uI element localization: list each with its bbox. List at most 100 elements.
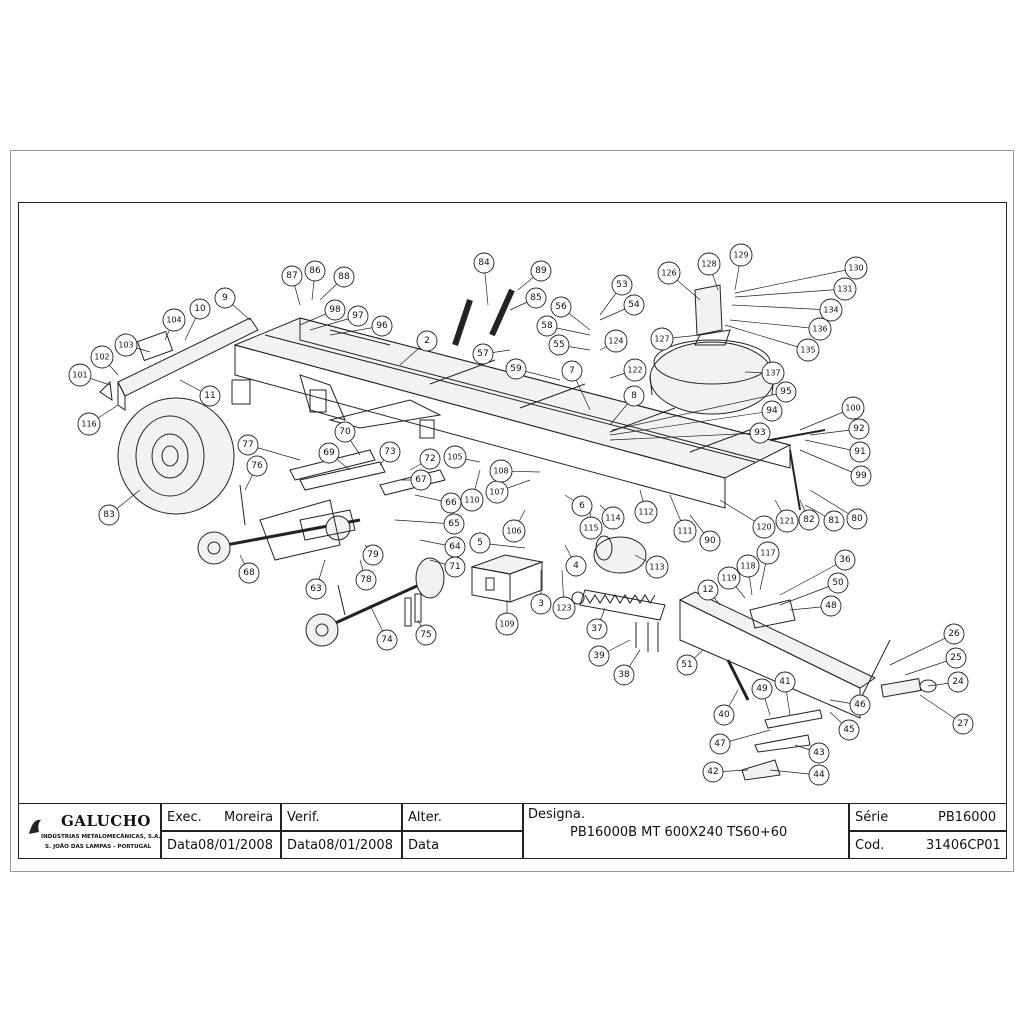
- exec-date: Data08/01/2008: [167, 838, 273, 853]
- spare-wheel-bracket: [694, 284, 731, 346]
- cod-label: Cod.: [855, 838, 885, 853]
- company-name: GALUCHO: [61, 812, 151, 830]
- svg-text:116: 116: [81, 420, 96, 429]
- title-block: GALUCHO INDÚSTRIAS METALOMECÂNICAS, S.A.…: [18, 803, 1007, 859]
- svg-text:58: 58: [541, 321, 553, 331]
- callout-10: 10: [189, 298, 211, 320]
- svg-text:9: 9: [222, 293, 228, 303]
- svg-text:136: 136: [812, 325, 827, 334]
- callout-42: 42: [702, 761, 724, 783]
- callout-113: 113: [645, 555, 669, 579]
- cod-value: 31406CP01: [926, 838, 1001, 853]
- svg-text:130: 130: [848, 264, 863, 273]
- svg-text:63: 63: [310, 584, 321, 594]
- exec-label: Exec.: [167, 810, 202, 825]
- callout-92: 92: [848, 418, 870, 440]
- svg-text:3: 3: [538, 599, 544, 609]
- svg-text:37: 37: [591, 624, 602, 634]
- callout-123: 123: [552, 596, 576, 620]
- callout-128: 128: [697, 252, 721, 276]
- exec-value: Moreira: [224, 810, 274, 825]
- callout-27: 27: [952, 713, 974, 735]
- callout-97: 97: [347, 305, 369, 327]
- callout-129: 129: [729, 243, 753, 267]
- spare-wheel: [649, 339, 775, 415]
- leader-36: [779, 559, 846, 596]
- svg-text:89: 89: [535, 266, 547, 276]
- callout-55: 55: [548, 334, 570, 356]
- svg-text:71: 71: [449, 562, 460, 572]
- svg-text:128: 128: [701, 260, 716, 269]
- callout-137: 137: [761, 361, 785, 385]
- front-crossbeam: [99, 317, 259, 411]
- svg-text:46: 46: [854, 700, 866, 710]
- leader-134: [731, 304, 832, 311]
- callout-balloons: 2345678910111224252627363738394041424344…: [68, 243, 974, 786]
- callout-87: 87: [281, 265, 303, 287]
- svg-text:78: 78: [360, 575, 372, 585]
- alter-date-cell: Data: [402, 831, 523, 859]
- svg-text:36: 36: [839, 555, 851, 565]
- callout-54: 54: [623, 294, 645, 316]
- callout-110: 110: [460, 488, 484, 512]
- leader-130: [734, 267, 857, 294]
- callout-127: 127: [650, 327, 674, 351]
- svg-text:90: 90: [704, 536, 716, 546]
- callout-72: 72: [419, 448, 441, 470]
- callout-78: 78: [355, 569, 377, 591]
- svg-text:91: 91: [854, 447, 865, 457]
- svg-text:114: 114: [605, 514, 620, 523]
- designation-label: Designa.: [528, 807, 585, 822]
- svg-text:2: 2: [424, 336, 430, 346]
- callout-85: 85: [525, 287, 547, 309]
- svg-text:131: 131: [837, 285, 852, 294]
- svg-text:126: 126: [661, 269, 676, 278]
- callout-5: 5: [469, 532, 491, 554]
- svg-text:53: 53: [616, 280, 627, 290]
- callout-117: 117: [756, 541, 780, 565]
- callout-71: 71: [444, 556, 466, 578]
- verif-cell: Verif.: [281, 803, 402, 831]
- leader-26: [889, 633, 955, 666]
- callout-3: 3: [530, 593, 552, 615]
- front-wheel: [117, 397, 235, 515]
- cod-cell: Cod. 31406CP01: [849, 831, 1007, 859]
- tow-eye: [880, 678, 937, 698]
- callout-56: 56: [550, 296, 572, 318]
- callout-64: 64: [444, 536, 466, 558]
- callout-12: 12: [697, 579, 719, 601]
- svg-text:77: 77: [242, 440, 253, 450]
- callout-51: 51: [676, 654, 698, 676]
- svg-text:68: 68: [243, 568, 255, 578]
- leaf-springs: [289, 449, 446, 541]
- svg-text:49: 49: [756, 684, 768, 694]
- rear-axle: [305, 557, 445, 647]
- svg-text:51: 51: [681, 660, 692, 670]
- svg-text:10: 10: [194, 304, 206, 314]
- svg-text:137: 137: [765, 369, 780, 378]
- svg-text:11: 11: [204, 391, 215, 401]
- callout-91: 91: [849, 441, 871, 463]
- callout-59: 59: [505, 358, 527, 380]
- callout-107: 107: [485, 480, 509, 504]
- callout-93: 93: [749, 422, 771, 444]
- callout-121: 121: [775, 509, 799, 533]
- svg-text:102: 102: [94, 353, 109, 362]
- sheet-outer-border: [10, 150, 1014, 872]
- svg-text:4: 4: [573, 561, 579, 571]
- svg-text:72: 72: [424, 454, 435, 464]
- svg-text:76: 76: [251, 461, 263, 471]
- callout-75: 75: [415, 624, 437, 646]
- verif-label: Verif.: [287, 810, 320, 825]
- callout-103: 103: [114, 333, 138, 357]
- exec-date-cell: Data08/01/2008: [161, 831, 281, 859]
- callout-25: 25: [945, 647, 967, 669]
- callout-7: 7: [561, 360, 583, 382]
- callout-63: 63: [305, 578, 327, 600]
- svg-text:134: 134: [823, 306, 838, 315]
- svg-text:40: 40: [718, 710, 730, 720]
- svg-text:124: 124: [608, 337, 623, 346]
- callout-99: 99: [850, 465, 872, 487]
- leader-93: [609, 432, 761, 441]
- svg-text:101: 101: [72, 371, 87, 380]
